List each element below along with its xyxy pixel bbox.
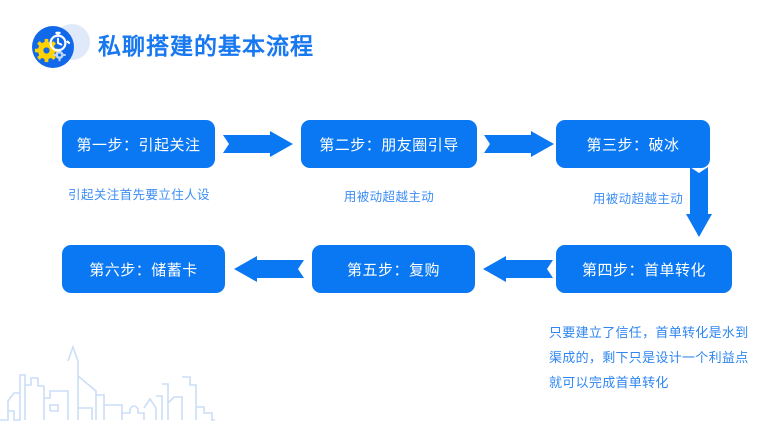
- flow-step-4[interactable]: 第四步：首单转化: [556, 245, 732, 293]
- flow-step-2-label: 第二步：朋友圈引导: [319, 136, 459, 154]
- logo: [28, 18, 94, 70]
- flow-step-4-note: 只要建立了信任，首单转化是水到渠成的，剩下只是设计一个利益点就可以完成首单转化: [549, 325, 749, 390]
- city-skyline-outline-icon: [0, 329, 215, 421]
- flow-step-3-label: 第三步：破冰: [586, 136, 680, 154]
- flow-step-2[interactable]: 第二步：朋友圈引导: [301, 120, 477, 168]
- arrow-step4-to-step5-icon: [483, 256, 553, 287]
- page-title: 私聊搭建的基本流程: [98, 33, 314, 59]
- arrow-step1-to-step2-icon: [223, 131, 293, 162]
- arrow-step2-to-step3-icon: [484, 131, 554, 162]
- flow-step-1[interactable]: 第一步：引起关注: [62, 120, 215, 168]
- flow-step-6[interactable]: 第六步：储蓄卡: [62, 245, 225, 293]
- flow-step-1-label: 第一步：引起关注: [76, 136, 201, 154]
- flow-step-3-caption: 用被动超越主动: [592, 192, 684, 206]
- slide-header: 私聊搭建的基本流程: [28, 18, 314, 70]
- arrow-step3-to-step4-icon: [686, 167, 712, 242]
- flow-step-5-label: 第五步：复购: [346, 261, 440, 279]
- flow-step-4-label: 第四步：首单转化: [581, 261, 706, 279]
- flow-step-2-caption: 用被动超越主动: [343, 190, 435, 204]
- arrow-step5-to-step6-icon: [234, 256, 304, 287]
- flow-step-1-caption: 引起关注首先要立住人设: [68, 188, 210, 202]
- flow-step-5[interactable]: 第五步：复购: [312, 245, 475, 293]
- flow-step-3[interactable]: 第三步：破冰: [556, 120, 710, 168]
- flow-step-6-label: 第六步：储蓄卡: [89, 261, 198, 279]
- gear-stopwatch-icon: [32, 26, 74, 68]
